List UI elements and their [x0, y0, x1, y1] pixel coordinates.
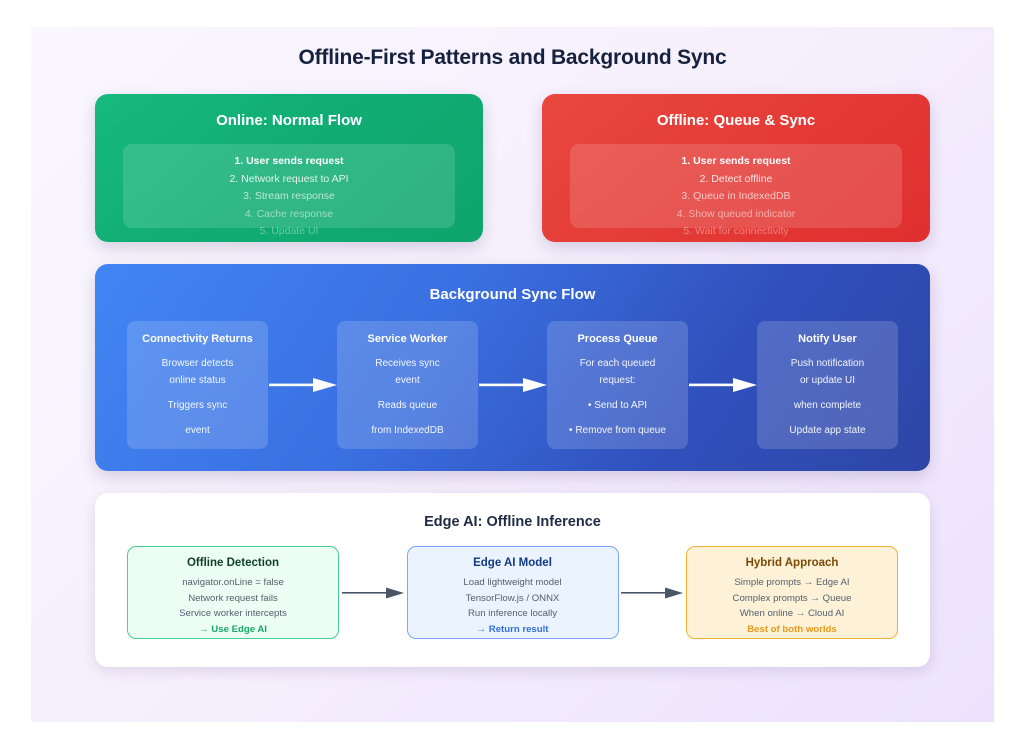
status-card-offline: Offline: Queue & Sync 1. User sends requ…: [542, 94, 930, 242]
edge-step-hybrid-approach: Hybrid Approach Simple prompts → Edge AI…: [686, 546, 898, 639]
flow-arrow-2: [478, 321, 547, 449]
flow-arrow-1: [268, 321, 337, 449]
sync-step-process-queue: Process Queue For each queued request: •…: [547, 321, 688, 449]
edge-step-line: navigator.onLine = false: [182, 577, 284, 588]
sync-step-line: event: [185, 425, 210, 436]
edge-step-line: Complex prompts → Queue: [732, 592, 852, 604]
step-item: 3. Queue in IndexedDB: [681, 190, 791, 202]
step-item: 3. Stream response: [243, 190, 335, 202]
status-card-online-title: Online: Normal Flow: [216, 112, 362, 129]
sync-step-title: Notify User: [798, 333, 857, 345]
sync-step-line: request:: [599, 375, 636, 386]
arrow-right-icon: [341, 586, 404, 600]
edge-step-accent-line: Best of both worlds: [747, 623, 837, 635]
step-item: 1. User sends request: [681, 155, 791, 167]
step-item: 2. Detect offline: [699, 172, 773, 185]
edge-step-title: Offline Detection: [186, 557, 279, 569]
edge-ai-title: Edge AI: Offline Inference: [424, 514, 601, 530]
step-item: 1. User sends request: [234, 155, 344, 167]
background-sync-panel: Background Sync Flow Connectivity Return…: [95, 264, 930, 471]
flow-arrow-3: [688, 321, 757, 449]
background-sync-flow: Connectivity Returns Browser detects onl…: [127, 321, 898, 449]
sync-step-line: • Remove from queue: [569, 425, 666, 436]
sync-step-line: Update app state: [789, 425, 866, 436]
sync-step-service-worker: Service Worker Receives sync event Reads…: [337, 321, 478, 449]
sync-step-line: For each queued: [579, 358, 656, 369]
edge-step-title: Edge AI Model: [473, 557, 552, 569]
arrow-right-icon: [621, 586, 684, 600]
edge-flow-arrow-2: [619, 586, 687, 600]
background-sync-title: Background Sync Flow: [429, 286, 596, 303]
edge-step-line: Network request fails: [188, 592, 278, 604]
status-card-row: Online: Normal Flow 1. User sends reques…: [95, 94, 930, 242]
edge-step-line: Load lightweight model: [463, 577, 562, 588]
sync-step-line: from IndexedDB: [371, 425, 444, 436]
sync-step-title: Process Queue: [577, 333, 658, 345]
step-item: 2. Network request to API: [229, 172, 349, 185]
sync-step-line: online status: [169, 375, 226, 386]
edge-ai-panel: Edge AI: Offline Inference Offline Detec…: [95, 493, 930, 667]
page-title: Offline-First Patterns and Background Sy…: [298, 46, 727, 69]
edge-step-offline-detection: Offline Detection navigator.onLine = fal…: [127, 546, 339, 639]
arrow-right-icon: [268, 377, 337, 393]
sync-step-notify-user: Notify User Push notification or update …: [757, 321, 898, 449]
sync-step-title: Service Worker: [367, 333, 448, 345]
step-item: 5. Wait for connectivity: [683, 225, 789, 237]
sync-step-line: Push notification: [790, 358, 865, 369]
status-card-online-steps: 1. User sends request 2. Network request…: [123, 144, 455, 237]
edge-step-line: Simple prompts → Edge AI: [734, 577, 850, 588]
edge-step-line: TensorFlow.js / ONNX: [465, 592, 560, 604]
sync-step-line: Receives sync: [375, 358, 440, 369]
edge-step-title: Hybrid Approach: [745, 557, 839, 569]
status-card-offline-title: Offline: Queue & Sync: [656, 112, 816, 129]
edge-step-line: Service worker intercepts: [179, 608, 287, 619]
sync-step-title: Connectivity Returns: [142, 333, 253, 345]
sync-step-connectivity-returns: Connectivity Returns Browser detects onl…: [127, 321, 268, 449]
edge-step-line: When online → Cloud AI: [739, 608, 845, 619]
sync-step-line: • Send to API: [587, 400, 648, 411]
sync-step-line: Triggers sync: [167, 400, 228, 411]
edge-step-accent-line: → Use Edge AI: [199, 623, 267, 635]
edge-ai-flow: Offline Detection navigator.onLine = fal…: [127, 546, 898, 639]
step-item: 4. Show queued indicator: [676, 207, 796, 220]
edge-flow-arrow-1: [339, 586, 407, 600]
arrow-right-icon: [688, 377, 757, 393]
arrow-right-icon: [478, 377, 547, 393]
edge-step-edge-ai-model: Edge AI Model Load lightweight model Ten…: [406, 546, 619, 639]
sync-step-line: Browser detects: [161, 358, 234, 369]
step-item: 4. Cache response: [244, 207, 334, 220]
edge-step-accent-line: → Return result: [476, 623, 549, 635]
status-card-online: Online: Normal Flow 1. User sends reques…: [95, 94, 483, 242]
sync-step-line: or update UI: [799, 375, 856, 386]
status-card-offline-steps: 1. User sends request 2. Detect offline …: [570, 144, 902, 237]
sync-step-line: Reads queue: [377, 400, 438, 411]
step-item: 5. Update UI: [259, 225, 319, 237]
sync-step-line: when complete: [793, 400, 862, 411]
diagram-canvas: Offline-First Patterns and Background Sy…: [31, 27, 994, 722]
sync-step-line: event: [395, 375, 420, 386]
edge-step-line: Run inference locally: [467, 608, 558, 619]
